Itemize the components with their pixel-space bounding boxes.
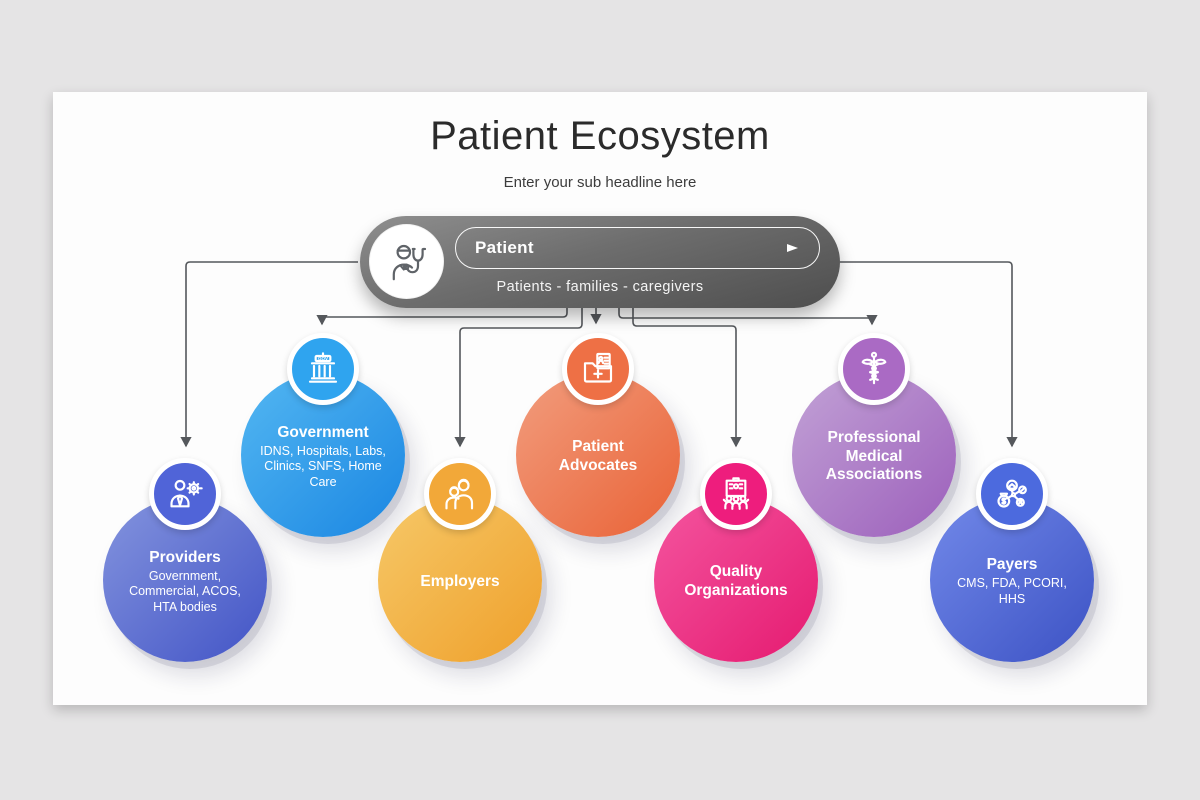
page-title[interactable]: Patient Ecosystem <box>430 114 770 158</box>
patient-label: Patient <box>475 238 534 257</box>
slide-canvas: Patient Ecosystem Enter your sub headlin… <box>53 92 1147 705</box>
patient-advocates-badge <box>562 333 634 405</box>
couple-icon <box>445 478 474 510</box>
node-label: Quality Organizations <box>684 563 788 599</box>
employers-badge <box>424 458 496 530</box>
node-label: Government <box>277 423 369 441</box>
caduceus-icon <box>861 351 887 385</box>
node-sublabel: IDNS, Hospitals, Labs, Clinics, SNFS, Ho… <box>260 443 386 489</box>
government-building-icon: GOV <box>308 352 338 383</box>
node-employers[interactable]: Employers <box>378 458 542 662</box>
node-payers[interactable]: Payers CMS, FDA, PCORI, HHS <box>930 458 1094 662</box>
professional-medical-associations-badge <box>838 333 910 405</box>
node-label: Payers <box>986 556 1038 574</box>
patient-avatar <box>369 224 444 299</box>
node-professional-medical-associations[interactable]: Professional Medical Associations <box>792 333 956 537</box>
node-label: Professional Medical Associations <box>825 428 923 484</box>
person-gear-icon <box>170 479 203 508</box>
node-sublabel: Government, Commercial, ACOS, HTA bodies <box>129 568 241 614</box>
medical-records-folder-icon <box>583 352 613 383</box>
node-government[interactable]: GOV Government IDNS, Hospitals, Labs, Cl… <box>241 333 405 537</box>
node-patient-advocates[interactable]: Patient Advocates <box>516 333 680 537</box>
dashed-arrow <box>554 244 798 252</box>
organization-people-icon <box>722 477 750 510</box>
node-providers[interactable]: Providers Government, Commercial, ACOS, … <box>103 458 267 662</box>
node-label: Providers <box>149 548 221 566</box>
node-label: Patient Advocates <box>558 438 638 474</box>
payer-network-icon <box>997 479 1027 508</box>
node-label: Employers <box>420 572 500 590</box>
svg-text:GOV: GOV <box>318 356 328 361</box>
connector-lines <box>180 261 1018 448</box>
node-sublabel: CMS, FDA, PCORI, HHS <box>957 576 1067 606</box>
patient-pill[interactable]: Patient Patients - families - caregivers <box>360 216 840 308</box>
node-quality-organizations[interactable]: Quality Organizations <box>654 458 818 662</box>
payers-badge <box>976 458 1048 530</box>
page-subtitle[interactable]: Enter your sub headline here <box>503 174 697 191</box>
doctor-stethoscope-icon <box>392 244 426 280</box>
patient-sublabel: Patients - families - caregivers <box>496 279 704 295</box>
providers-badge <box>149 458 221 530</box>
government-badge: GOV <box>287 333 359 405</box>
quality-organizations-badge <box>700 458 772 530</box>
patient-title-capsule: Patient <box>455 227 820 269</box>
